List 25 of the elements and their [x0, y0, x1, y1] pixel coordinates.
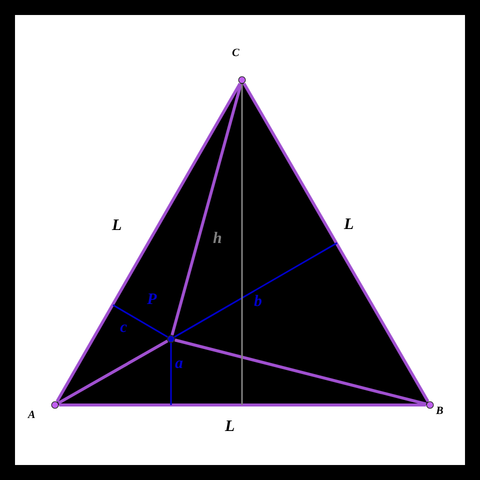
triangle-side	[56, 82, 242, 402]
point-label: C	[232, 48, 240, 59]
perpendicular-line	[174, 242, 338, 338]
edge-label: c	[120, 320, 128, 336]
edge-label: b	[254, 294, 262, 310]
vertex-point	[238, 76, 246, 84]
edge-label: L	[225, 419, 235, 435]
edge-label: a	[175, 356, 183, 372]
point-label: B	[436, 406, 444, 417]
edge-label: L	[344, 217, 354, 233]
connecting-line	[174, 338, 426, 406]
triangle-side	[59, 404, 426, 406]
perpendicular-line	[112, 304, 168, 338]
perpendicular-line	[170, 343, 172, 405]
connecting-line	[170, 83, 242, 336]
triangle-side	[242, 82, 430, 402]
point-label: A	[28, 410, 36, 421]
edge-label: h	[213, 231, 222, 247]
edge-label: L	[112, 218, 122, 234]
vertex-point	[426, 401, 434, 409]
vertex-point	[51, 401, 59, 409]
height-line	[241, 84, 243, 405]
connecting-line	[58, 340, 168, 404]
point-label: P	[147, 292, 157, 308]
vertex-point	[167, 335, 175, 343]
